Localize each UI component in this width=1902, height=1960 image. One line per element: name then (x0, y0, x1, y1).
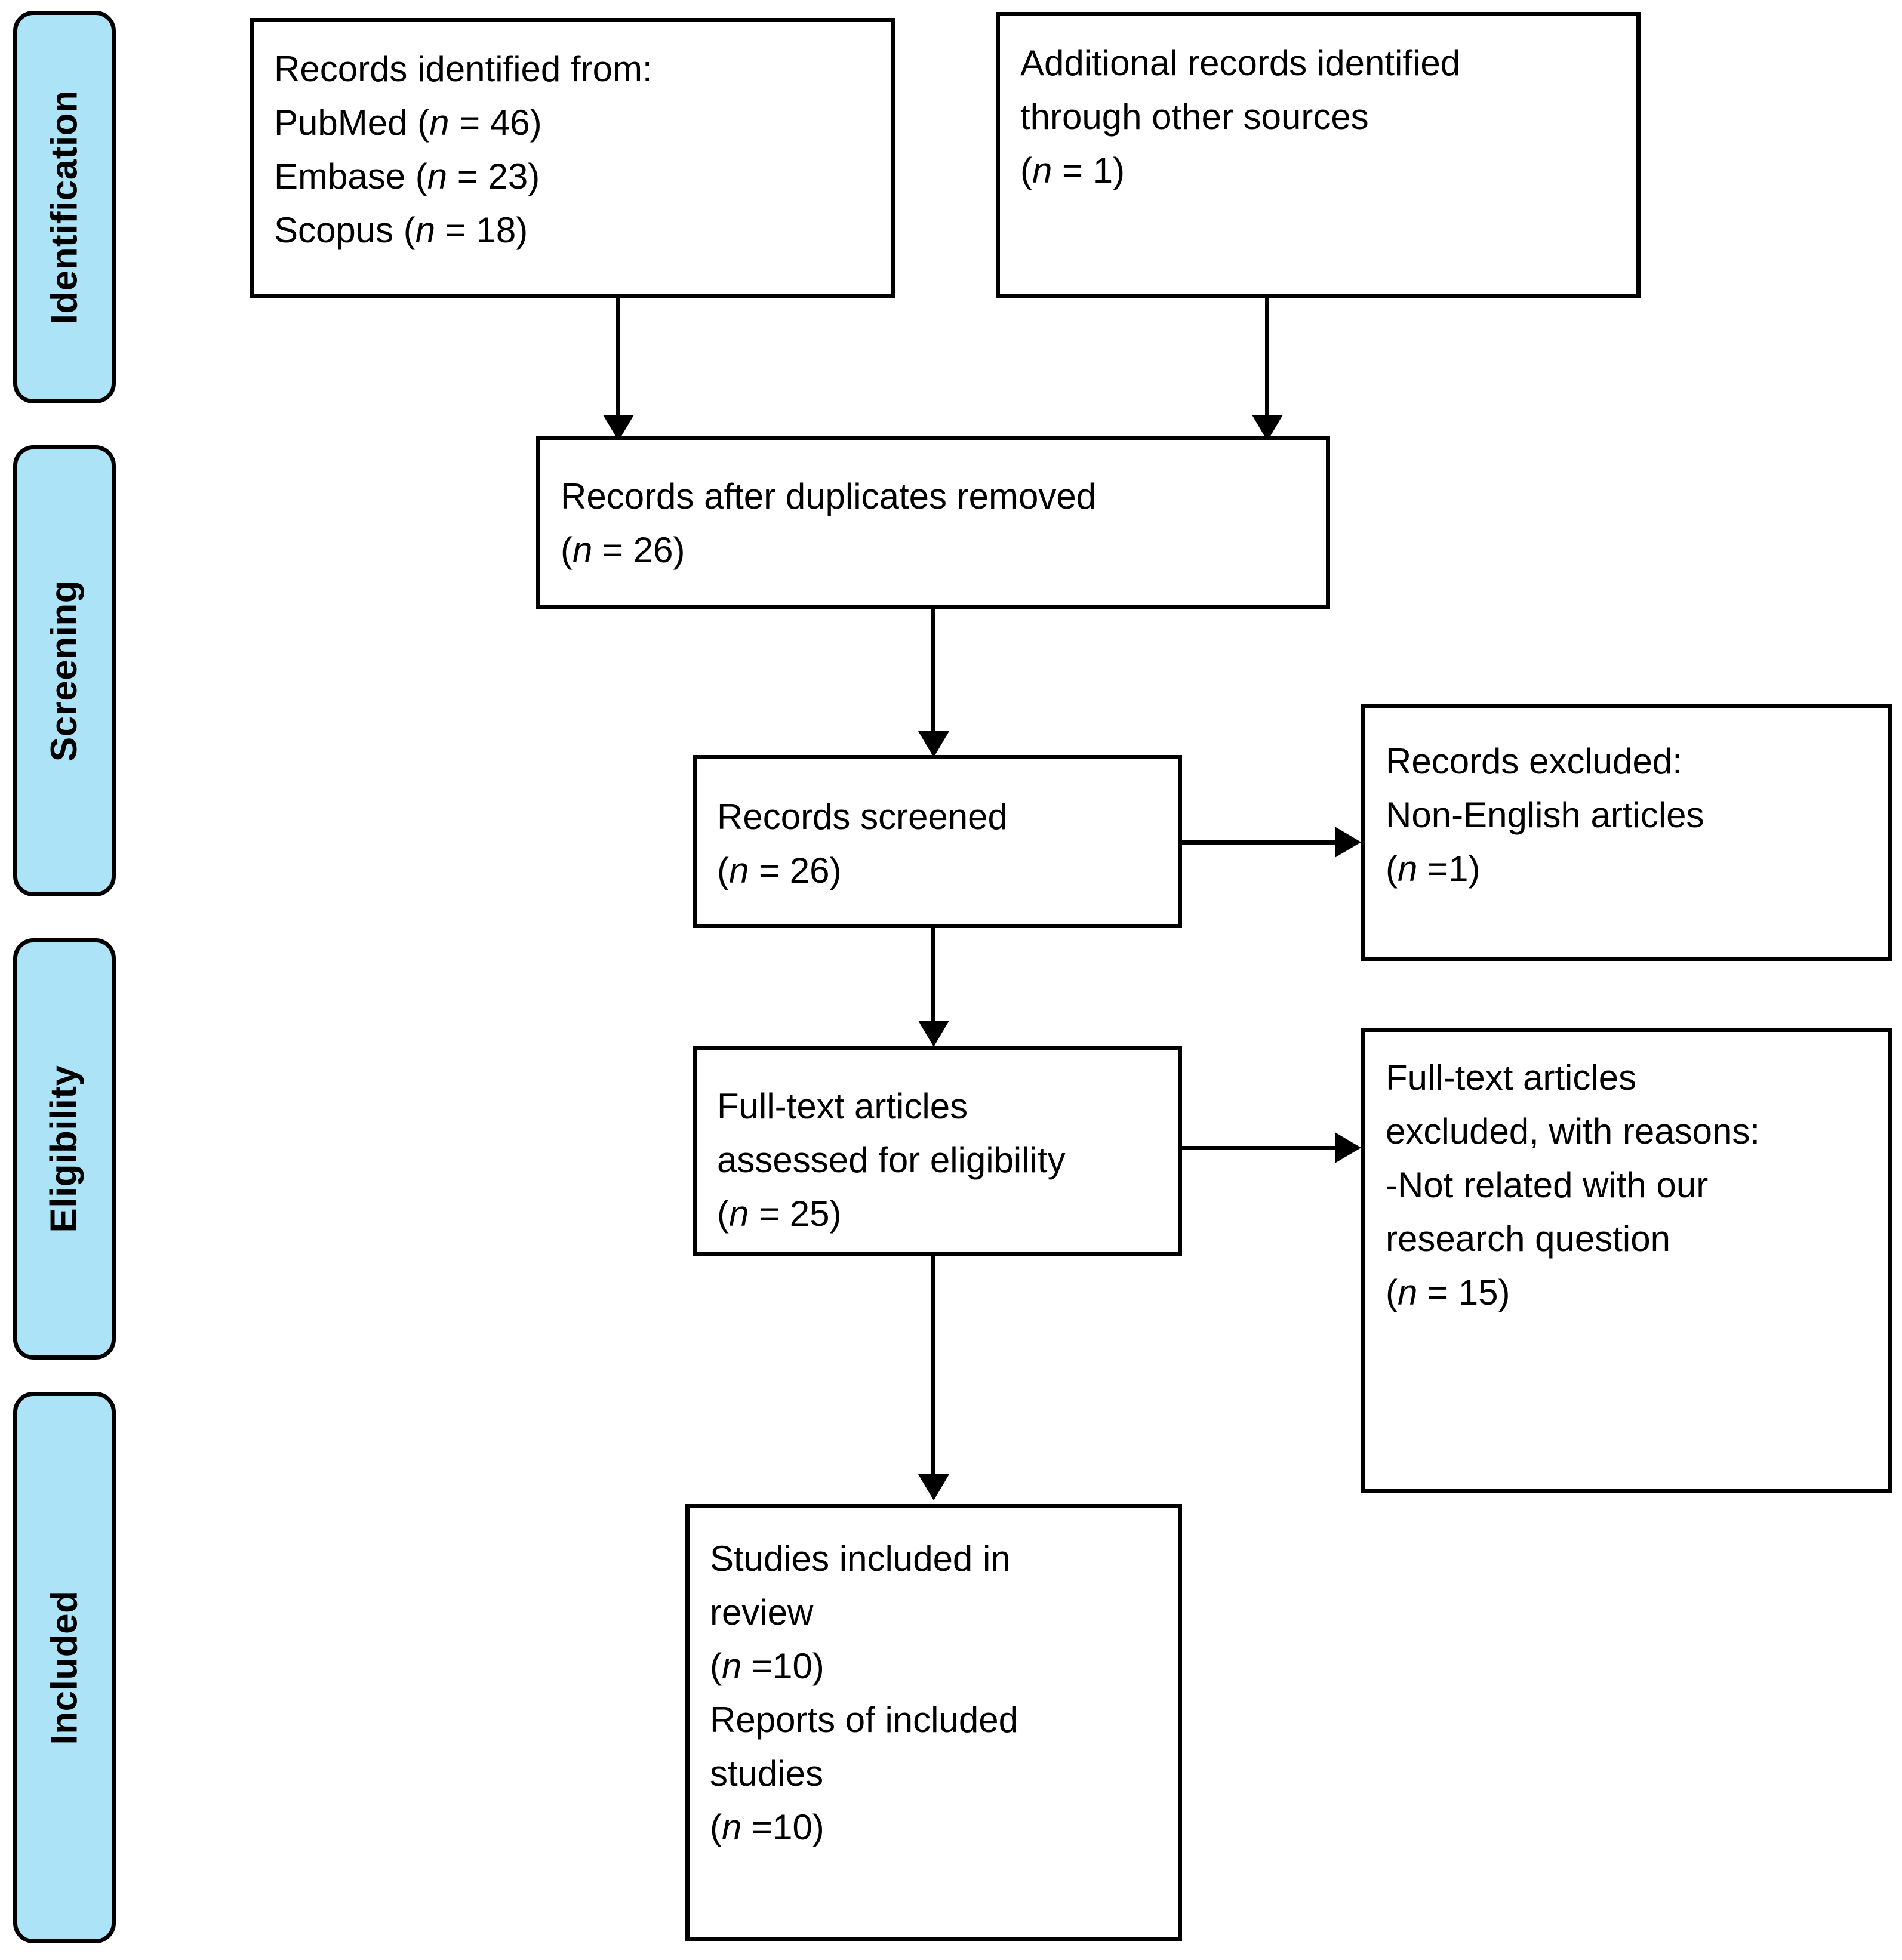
box-records-screened-text: Records screened(n = 26) (717, 797, 1008, 890)
connector-additional-to-duplicates (1265, 298, 1269, 418)
box-records-screened: Records screened(n = 26) (693, 755, 1182, 928)
connector-fulltext-to-excluded (1182, 1146, 1336, 1150)
connector-identified-to-duplicates (616, 298, 620, 418)
arrowhead-duplicates-to-screened (918, 731, 949, 757)
stage-eligibility: Eligibility (13, 938, 116, 1360)
box-records-excluded: Records excluded:Non-English articles(n … (1361, 704, 1892, 961)
stage-included: Included (13, 1392, 116, 1943)
stage-identification-label: Identification (44, 90, 85, 325)
stage-screening-label: Screening (44, 580, 85, 762)
box-records-excluded-text: Records excluded:Non-English articles(n … (1386, 741, 1704, 889)
box-records-identified: Records identified from:PubMed (n = 46)E… (250, 18, 895, 298)
stage-eligibility-label: Eligibility (44, 1065, 85, 1233)
arrowhead-fulltext-to-included (918, 1474, 949, 1500)
stage-included-label: Included (44, 1590, 85, 1745)
connector-screened-to-fulltext (931, 928, 935, 1024)
arrowhead-screened-to-excluded (1335, 827, 1361, 858)
connector-screened-to-excluded (1182, 840, 1336, 845)
box-records-identified-text: Records identified from:PubMed (n = 46)E… (274, 49, 653, 250)
stage-identification: Identification (13, 11, 116, 403)
connector-fulltext-to-included (931, 1256, 935, 1493)
arrowhead-screened-to-fulltext (918, 1021, 949, 1047)
box-records-after-duplicates-removed-text: Records after duplicates removed(n = 26) (561, 476, 1097, 570)
arrowhead-fulltext-to-excluded (1335, 1132, 1361, 1163)
stage-screening: Screening (13, 445, 116, 896)
connector-duplicates-to-screened (931, 609, 935, 734)
box-records-after-duplicates-removed: Records after duplicates removed(n = 26) (536, 436, 1330, 609)
